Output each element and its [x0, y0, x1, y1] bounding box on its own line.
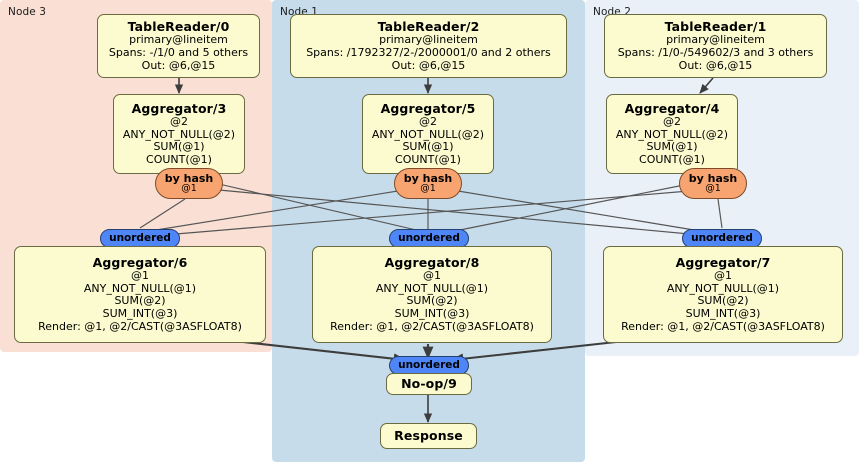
processor-aggregator-7[interactable]: Aggregator/7 @1 ANY_NOT_NULL(@1) SUM(@2)… [603, 246, 843, 343]
router-by-hash-center[interactable]: by hash @1 [394, 168, 462, 199]
processor-detail-line: Spans: /1/0-/549602/3 and 3 others [617, 45, 814, 59]
processor-title: Aggregator/3 [131, 100, 227, 116]
processor-aggregator-3[interactable]: Aggregator/3 @2 ANY_NOT_NULL(@2) SUM(@1)… [113, 94, 245, 174]
processor-detail-line: COUNT(@1) [146, 152, 212, 166]
synchronizer-label: unordered [691, 231, 753, 244]
processor-detail-line: ANY_NOT_NULL(@2) [122, 127, 236, 141]
router-by-hash-right[interactable]: by hash @1 [679, 168, 747, 199]
router-label: by hash [403, 172, 453, 186]
router-sublabel: @1 [181, 182, 197, 194]
processor-detail-line: Spans: -/1/0 and 5 others [108, 45, 249, 59]
processor-title: Aggregator/8 [384, 254, 480, 270]
processor-aggregator-8[interactable]: Aggregator/8 @1 ANY_NOT_NULL(@1) SUM(@2)… [312, 246, 552, 343]
processor-detail-line: Out: @6,@15 [391, 58, 466, 72]
processor-detail-line: SUM_INT(@3) [394, 307, 470, 320]
processor-detail-line: primary@lineitem [379, 33, 478, 47]
processor-detail-line: SUM(@1) [153, 140, 205, 154]
processor-detail-line: COUNT(@1) [395, 152, 461, 166]
router-by-hash-left[interactable]: by hash @1 [155, 168, 223, 199]
processor-aggregator-5[interactable]: Aggregator/5 @2 ANY_NOT_NULL(@2) SUM(@1)… [362, 94, 494, 174]
processor-detail-line: ANY_NOT_NULL(@1) [83, 281, 197, 295]
processor-detail-line: SUM(@2) [406, 294, 458, 308]
synchronizer-label: unordered [398, 358, 460, 371]
processor-detail-line: ANY_NOT_NULL(@2) [371, 127, 485, 141]
processor-title: Aggregator/5 [380, 100, 476, 116]
processor-detail-line: ANY_NOT_NULL(@2) [615, 127, 729, 141]
processor-title: Aggregator/7 [675, 254, 771, 270]
processor-detail-line: SUM_INT(@3) [102, 307, 178, 320]
processor-detail-line: SUM(@2) [697, 294, 749, 308]
processor-response[interactable]: Response [380, 423, 477, 449]
processor-detail-line: SUM(@2) [114, 294, 166, 308]
processor-detail-line: Out: @6,@15 [678, 58, 753, 72]
router-label: by hash [164, 172, 214, 186]
processor-title: TableReader/1 [664, 18, 767, 34]
processor-detail-line: SUM(@1) [402, 140, 454, 154]
processor-no-op-9[interactable]: No-op/9 [386, 373, 472, 395]
processor-render-line: Render: @1, @2/CAST(@3ASFLOAT8) [38, 319, 242, 333]
node-panel-label-node3: Node 3 [8, 6, 47, 18]
processor-detail-line: @1 [423, 269, 441, 283]
processor-title: Aggregator/4 [624, 100, 720, 116]
processor-title: TableReader/0 [127, 18, 230, 34]
processor-detail-line: SUM(@1) [646, 140, 698, 154]
processor-table-reader-1[interactable]: TableReader/1 primary@lineitem Spans: /1… [604, 14, 827, 78]
synchronizer-label: unordered [398, 231, 460, 244]
processor-title: TableReader/2 [377, 18, 480, 34]
processor-title: No-op/9 [401, 375, 457, 391]
processor-detail-line: @2 [170, 114, 188, 128]
processor-table-reader-2[interactable]: TableReader/2 primary@lineitem Spans: /1… [290, 14, 567, 78]
synchronizer-label: unordered [109, 231, 171, 244]
processor-detail-line: @2 [419, 114, 437, 128]
router-sublabel: @1 [705, 182, 721, 194]
router-label: by hash [688, 172, 738, 186]
processor-detail-line: Spans: /1792327/2-/2000001/0 and 2 other… [306, 45, 551, 59]
processor-detail-line: Out: @6,@15 [141, 58, 216, 72]
router-sublabel: @1 [420, 182, 436, 194]
processor-title: Aggregator/6 [92, 254, 188, 270]
processor-table-reader-0[interactable]: TableReader/0 primary@lineitem Spans: -/… [97, 14, 260, 78]
processor-detail-line: ANY_NOT_NULL(@1) [666, 281, 780, 295]
processor-title: Response [394, 427, 463, 443]
processor-aggregator-4[interactable]: Aggregator/4 @2 ANY_NOT_NULL(@2) SUM(@1)… [606, 94, 738, 174]
processor-detail-line: SUM_INT(@3) [685, 307, 761, 320]
processor-detail-line: ANY_NOT_NULL(@1) [375, 281, 489, 295]
processor-aggregator-6[interactable]: Aggregator/6 @1 ANY_NOT_NULL(@1) SUM(@2)… [14, 246, 266, 343]
processor-detail-line: @2 [663, 114, 681, 128]
processor-detail-line: primary@lineitem [666, 33, 765, 47]
processor-render-line: Render: @1, @2/CAST(@3ASFLOAT8) [330, 319, 534, 333]
processor-detail-line: primary@lineitem [129, 33, 228, 47]
processor-detail-line: @1 [131, 269, 149, 283]
processor-detail-line: @1 [714, 269, 732, 283]
processor-render-line: Render: @1, @2/CAST(@3ASFLOAT8) [621, 319, 825, 333]
processor-detail-line: COUNT(@1) [639, 152, 705, 166]
